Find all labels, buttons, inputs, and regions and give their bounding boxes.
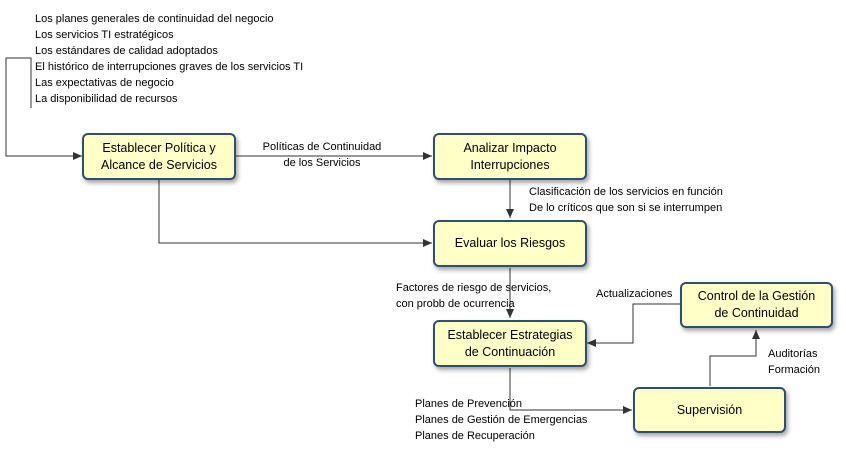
- arrow-politica-to-evaluar: [158, 180, 432, 247]
- label-planes: Planes de Prevención Planes de Gestión d…: [415, 396, 587, 444]
- label-line: Factores de riesgo de servicios,: [396, 282, 552, 294]
- label-clasificacion: Clasificación de los servicios en funció…: [529, 184, 723, 216]
- input-item: La disponibilidad de recursos: [35, 93, 178, 105]
- label-auditorias: Auditorías Formación: [768, 346, 820, 378]
- box-text: Analizar Impacto: [463, 140, 557, 155]
- label-line: Clasificación de los servicios en funció…: [529, 186, 723, 198]
- input-item: Los servicios TI estratégicos: [35, 29, 174, 41]
- input-item: Los planes generales de continuidad del …: [35, 13, 274, 25]
- arrow-estrategias-to-supervision: [509, 368, 632, 414]
- arrow-control-to-estrategias: [587, 303, 680, 347]
- box-text: Evaluar los Riesgos: [454, 236, 566, 250]
- inputs-list: Los planes generales de continuidad del …: [35, 11, 303, 107]
- box-text: de Continuidad: [714, 306, 799, 320]
- box-supervision[interactable]: Supervisión: [633, 387, 786, 433]
- box-control-gestion[interactable]: Control de la Gestión de Continuidad: [680, 282, 833, 328]
- box-text: Control de la Gestión: [697, 289, 816, 303]
- label-line: Auditorías: [768, 348, 818, 360]
- label-line: Planes de Gestión de Emergencias: [415, 414, 588, 426]
- input-item: El histórico de interrupciones graves de…: [35, 61, 304, 73]
- label-line: de los Servicios: [283, 157, 361, 169]
- label-line: Planes de Recuperación: [415, 430, 535, 442]
- box-text: Establecer Política y: [102, 140, 216, 155]
- box-text: de Continuación: [464, 344, 556, 359]
- arrow-supervision-to-control: [709, 330, 760, 386]
- inputs-bracket-line: [5, 57, 82, 160]
- input-item: Las expectativas de negocio: [35, 77, 174, 89]
- box-text: Establecer Estrategias: [447, 327, 573, 342]
- box-text: Supervisión: [676, 402, 743, 417]
- label-line: De lo críticos que son si se interrumpen: [529, 202, 723, 214]
- label-factores: Factores de riesgo de servicios, con pro…: [396, 280, 551, 312]
- box-text: Interrupciones: [470, 157, 550, 172]
- label-line: Formación: [768, 364, 820, 376]
- label-actualizaciones: Actualizaciones: [596, 288, 673, 300]
- label-line: Planes de Prevención: [415, 398, 523, 410]
- input-item: Los estándares de calidad adoptados: [35, 45, 218, 57]
- label-politicas: Políticas de Continuidad de los Servicio…: [252, 139, 392, 171]
- label-line: con probb de ocurrencia: [396, 298, 515, 310]
- box-text: Alcance de Servicios: [100, 157, 218, 172]
- box-establecer-estrategias[interactable]: Establecer Estrategias de Continuación: [433, 320, 587, 367]
- box-evaluar-riesgos[interactable]: Evaluar los Riesgos: [433, 220, 587, 267]
- label-line: Políticas de Continuidad: [262, 141, 382, 153]
- box-analizar-impacto[interactable]: Analizar Impacto Interrupciones: [433, 133, 587, 180]
- box-establecer-politica[interactable]: Establecer Política y Alcance de Servici…: [82, 133, 236, 180]
